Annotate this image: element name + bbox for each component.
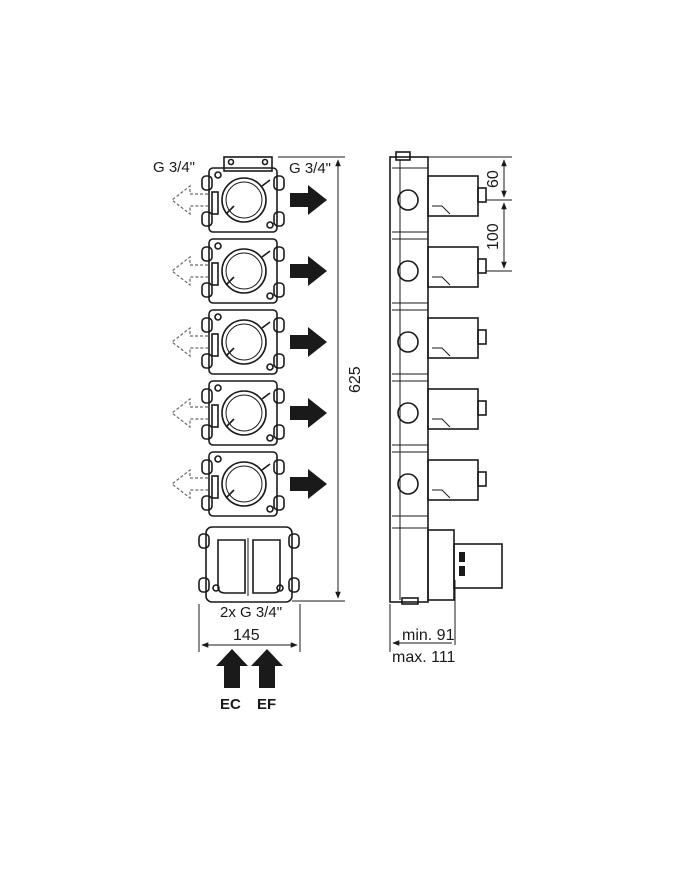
outlet-arrows-left-alt <box>171 184 208 500</box>
alt-outlet-arrow-3 <box>171 326 208 358</box>
side-mixer-body <box>392 527 503 605</box>
outlet-label-left: G 3/4" <box>153 159 195 176</box>
valve-module-1 <box>201 167 285 233</box>
valve-module-2 <box>201 238 285 304</box>
outlet-arrow-3 <box>290 327 327 357</box>
alt-outlet-arrow-1 <box>171 184 208 216</box>
valve-module-3 <box>201 309 285 375</box>
front-dimensions <box>198 156 345 652</box>
outlet-arrows-right <box>290 185 327 499</box>
outlet-arrow-1 <box>290 185 327 215</box>
inlet-hot-label: EC <box>220 696 241 713</box>
inlet-spec-label: 2x G 3/4" <box>220 604 282 621</box>
outlet-arrow-4 <box>290 398 327 428</box>
outlet-arrow-5 <box>290 469 327 499</box>
side-dimensions <box>389 156 512 652</box>
inlet-cold-label: EF <box>257 696 276 713</box>
side-module-2 <box>392 238 487 304</box>
side-module-1 <box>392 167 487 233</box>
side-module-3 <box>392 309 487 375</box>
top-bracket <box>223 156 273 172</box>
pitch-top-dimension: 60 <box>485 170 502 188</box>
mixer-box <box>198 526 300 603</box>
alt-outlet-arrow-5 <box>171 468 208 500</box>
height-dimension: 625 <box>347 366 364 393</box>
inlet-arrow-cold <box>251 649 283 688</box>
alt-outlet-arrow-4 <box>171 397 208 429</box>
inlet-arrow-hot <box>216 649 248 688</box>
alt-outlet-arrow-2 <box>171 255 208 287</box>
side-module-4 <box>392 380 487 446</box>
depth-max-dimension: max. 111 <box>392 649 456 666</box>
width-dimension: 145 <box>233 627 260 644</box>
valve-module-4 <box>201 380 285 446</box>
valve-module-5 <box>201 451 285 517</box>
side-view <box>389 151 503 605</box>
depth-min-dimension: min. 91 <box>402 627 455 644</box>
pitch-dimension: 100 <box>485 223 502 250</box>
outlet-label-right: G 3/4" <box>289 160 331 177</box>
side-module-5 <box>392 451 487 517</box>
outlet-arrow-2 <box>290 256 327 286</box>
front-view <box>171 156 327 688</box>
